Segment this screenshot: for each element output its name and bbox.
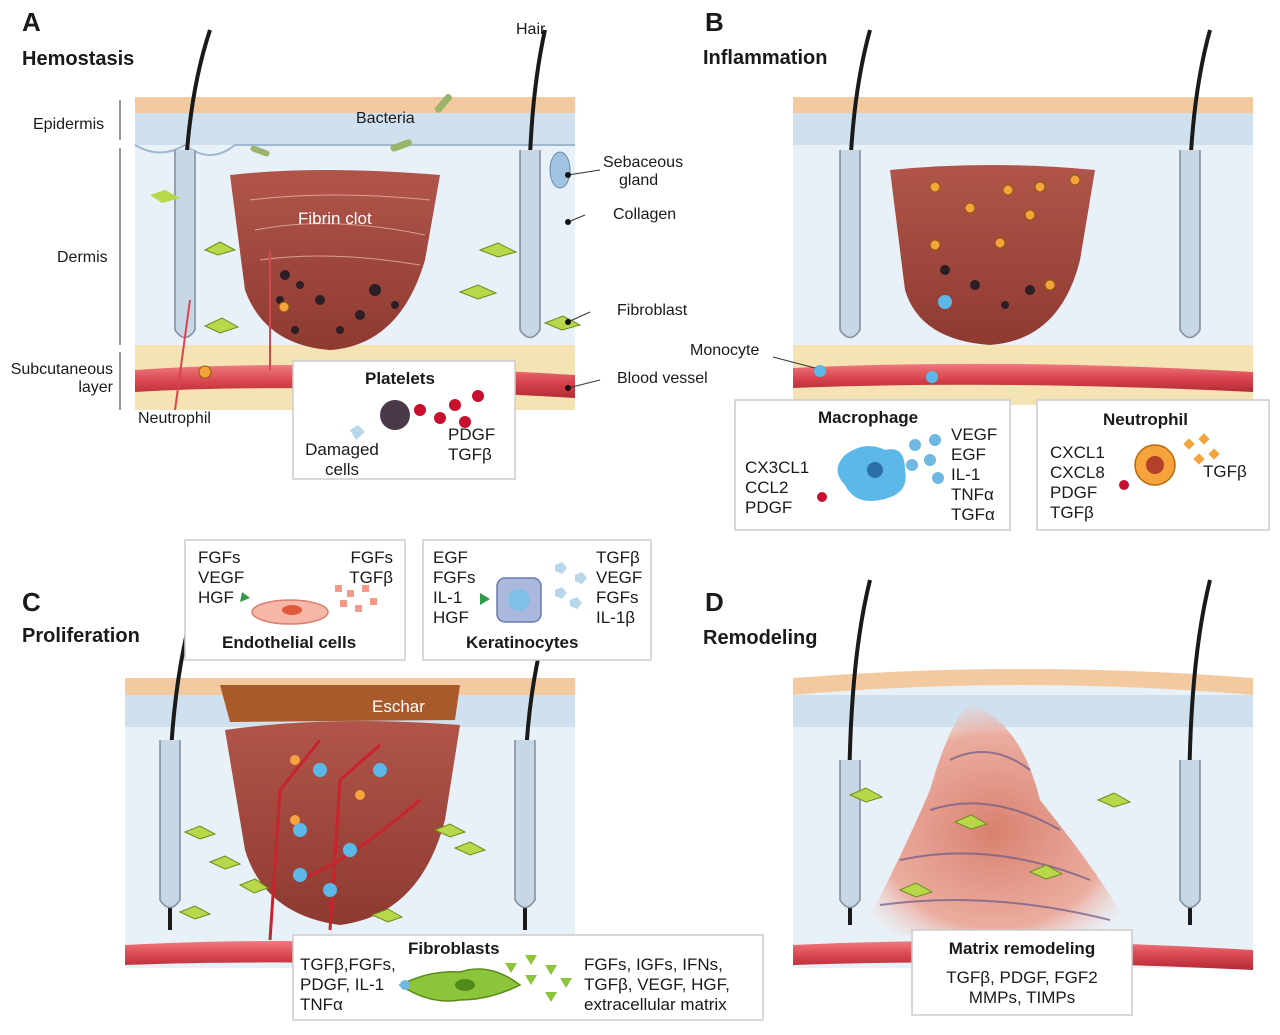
fibroblasts-right-factors: FGFs, IGFs, IFNs,TGFβ, VEGF, HGF,extrace…: [584, 955, 730, 1014]
panel-a-letter: A: [22, 7, 41, 37]
label-eschar: Eschar: [372, 697, 425, 716]
label-monocyte: Monocyte: [690, 342, 760, 359]
matrix-remodeling-title: Matrix remodeling: [948, 939, 1096, 958]
panel-d-tissue: [793, 579, 1253, 1016]
panel-c-tissue: [125, 539, 764, 1021]
panel-d-letter: D: [705, 587, 724, 617]
macrophage-title: Macrophage: [818, 408, 919, 427]
label-fibroblast: Fibroblast: [617, 302, 688, 319]
label-epidermis: Epidermis: [33, 116, 105, 133]
panel-b-tissue: [734, 29, 1270, 531]
label-bacteria: Bacteria: [356, 110, 415, 127]
panel-a-tissue: [119, 29, 601, 480]
neutrophil-box-title: Neutrophil: [1103, 410, 1188, 429]
endothelial-title: Endothelial cells: [222, 633, 357, 652]
panel-b-letter: B: [705, 7, 724, 37]
matrix-box: [911, 929, 1133, 1016]
label-dermis: Dermis: [57, 249, 108, 266]
label-hair: Hair: [516, 21, 546, 38]
label-neutrophil: Neutrophil: [138, 410, 211, 427]
fibroblasts-title: Fibroblasts: [408, 939, 500, 958]
panel-b-title: Inflammation: [703, 47, 828, 69]
label-blood-vessel: Blood vessel: [617, 370, 708, 387]
platelets-title: Platelets: [365, 369, 435, 388]
panel-a-title: Hemostasis: [22, 48, 135, 70]
eschar: [220, 685, 460, 722]
label-collagen: Collagen: [613, 206, 677, 223]
panel-c-title: Proliferation: [22, 625, 140, 647]
neutrophil-right-factor: TGFβ: [1203, 462, 1247, 481]
panel-c-letter: C: [22, 587, 41, 617]
scar-tissue: [860, 705, 1130, 935]
keratinocytes-title: Keratinocytes: [466, 633, 579, 652]
label-fibrin-clot: Fibrin clot: [298, 209, 372, 228]
panel-d-title: Remodeling: [703, 627, 818, 649]
